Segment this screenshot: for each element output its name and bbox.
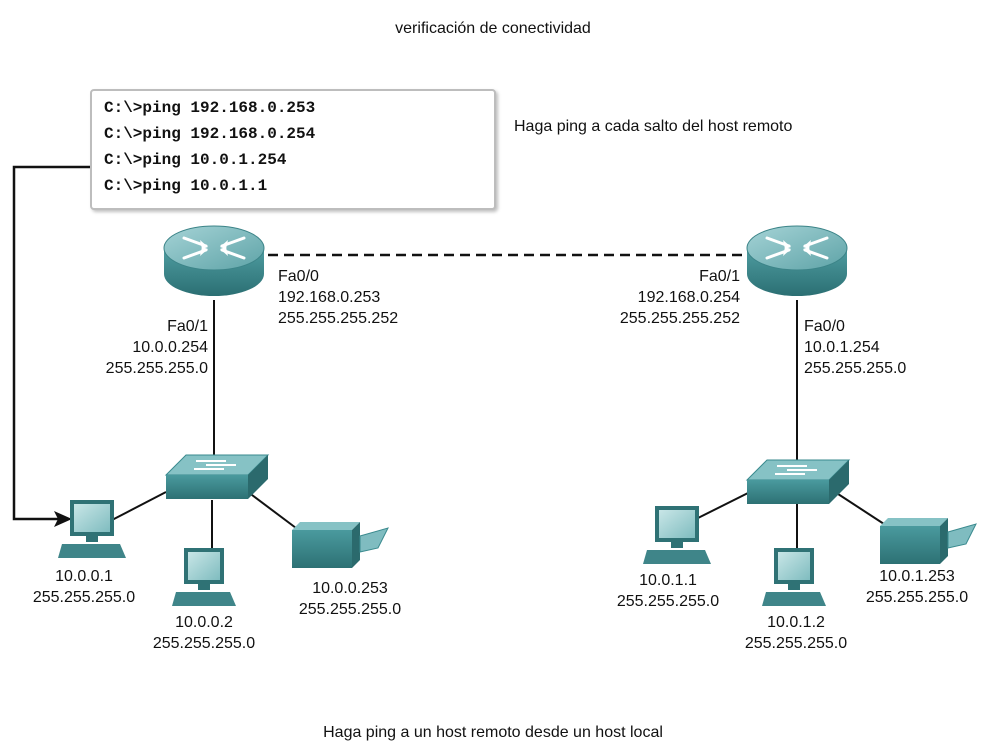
router-right-wan-mask: 255.255.255.252 — [619, 310, 740, 327]
ping-command: C:\>ping 10.0.1.1 — [104, 177, 268, 195]
diagram-caption: Haga ping a un host remoto desde un host… — [323, 724, 663, 741]
host-right-1-ip: 10.0.1.1 — [639, 572, 697, 589]
printer-right-mask: 255.255.255.0 — [865, 589, 969, 606]
host-right-2-ip: 10.0.1.2 — [767, 614, 825, 631]
ping-command: C:\>ping 192.168.0.254 — [104, 125, 316, 143]
ping-command: C:\>ping 192.168.0.253 — [104, 99, 316, 117]
router-right-wan-ip: 192.168.0.254 — [637, 289, 740, 306]
host-left-1-mask: 255.255.255.0 — [32, 589, 136, 606]
router-left-lan-mask: 255.255.255.0 — [105, 360, 208, 377]
host-left-2-mask: 255.255.255.0 — [152, 635, 256, 652]
router-left-wan-ip: 192.168.0.253 — [278, 289, 381, 306]
router-right-icon — [746, 225, 848, 296]
switch-printer-link-left — [247, 491, 297, 529]
printer-left-icon — [292, 522, 389, 568]
host-right-1-icon — [643, 506, 711, 564]
command-box: C:\>ping 192.168.0.253 C:\>ping 192.168.… — [90, 89, 496, 210]
diagram-title: verificación de conectividad — [395, 20, 591, 37]
router-left-lan-ip: 10.0.0.254 — [132, 339, 208, 356]
router-right-lan-ip: 10.0.1.254 — [804, 339, 880, 356]
host-right-1-mask: 255.255.255.0 — [616, 593, 720, 610]
router-left-lan-iface: Fa0/1 — [167, 318, 208, 335]
host-left-2-icon — [172, 548, 236, 606]
hop-note: Haga ping a cada salto del host remoto — [514, 118, 793, 135]
switch-printer-link-right — [834, 491, 885, 525]
printer-right-ip: 10.0.1.253 — [879, 568, 955, 585]
printer-left-ip: 10.0.0.253 — [312, 580, 388, 597]
host-left-1-ip: 10.0.0.1 — [55, 568, 113, 585]
router-right-lan-iface: Fa0/0 — [804, 318, 845, 335]
ping-path-line — [12, 165, 90, 521]
switch-host1-link-right — [697, 491, 751, 519]
switch-host1-link-left — [111, 491, 167, 521]
router-left-wan-mask: 255.255.255.252 — [278, 310, 399, 327]
ping-arrowhead — [54, 511, 72, 527]
switch-left-icon — [164, 454, 270, 499]
printer-right-icon — [880, 518, 977, 564]
host-left-1-icon — [58, 500, 126, 558]
ping-command: C:\>ping 10.0.1.254 — [104, 151, 287, 169]
router-right-wan-iface: Fa0/1 — [699, 268, 740, 285]
router-left-icon — [163, 225, 265, 296]
host-right-2-mask: 255.255.255.0 — [744, 635, 848, 652]
router-right-lan-mask: 255.255.255.0 — [804, 360, 907, 377]
switch-right-icon — [745, 459, 851, 504]
host-left-2-ip: 10.0.0.2 — [175, 614, 233, 631]
router-left-wan-iface: Fa0/0 — [278, 268, 319, 285]
printer-left-mask: 255.255.255.0 — [298, 601, 402, 618]
host-right-2-icon — [762, 548, 826, 606]
